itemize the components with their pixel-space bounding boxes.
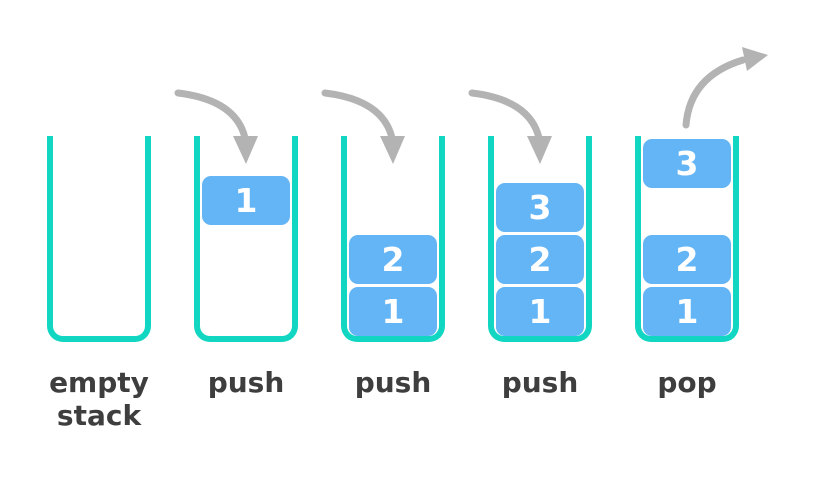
stack-container [194, 136, 298, 342]
stack-container [341, 136, 445, 342]
push-arrow-icon [468, 89, 552, 164]
stack-item: 3 [496, 183, 584, 232]
stack-item: 2 [643, 235, 731, 284]
stack-group-push-3: 3 2 1 push [468, 0, 592, 482]
stack-label: empty stack [49, 366, 149, 432]
push-arrow-icon [174, 89, 258, 164]
stack-container [635, 136, 739, 342]
stack-label: push [207, 366, 285, 399]
stack-item: 1 [643, 287, 731, 336]
stack-item: 1 [496, 287, 584, 336]
stack-item: 1 [202, 176, 290, 225]
stack-label: push [354, 366, 432, 399]
pop-arrow-icon [682, 47, 768, 129]
stack-label: pop [657, 366, 717, 399]
stack-group-push-1: 1 push [174, 0, 298, 482]
stack-label: push [501, 366, 579, 399]
stack-container [47, 136, 151, 342]
stack-item: 1 [349, 287, 437, 336]
stack-container [488, 136, 592, 342]
stack-group-empty: empty stack [47, 0, 151, 482]
stack-item: 2 [496, 235, 584, 284]
stack-group-pop: 3 2 1 pop [635, 0, 768, 482]
stack-item: 3 [643, 139, 731, 188]
stack-item: 2 [349, 235, 437, 284]
stack-group-push-2: 2 1 push [321, 0, 445, 482]
push-arrow-icon [321, 89, 405, 164]
